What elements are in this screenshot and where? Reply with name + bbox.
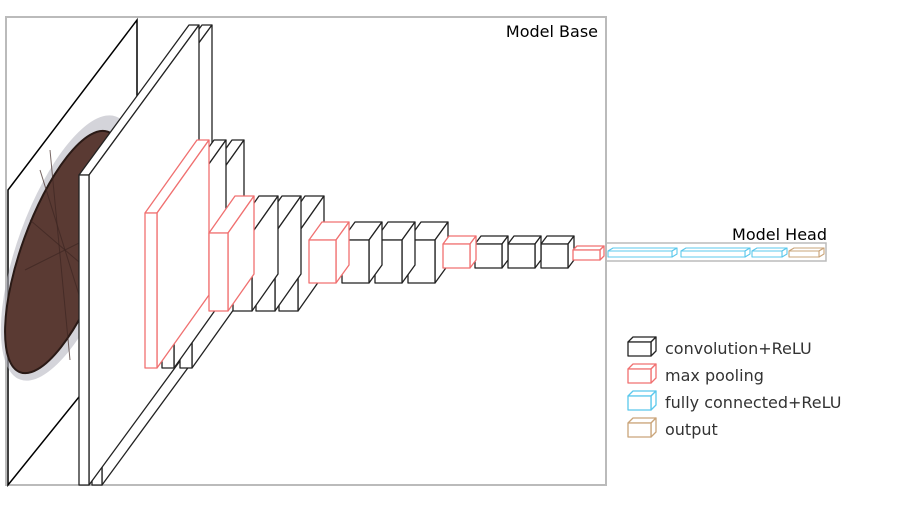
network-layers <box>78 24 825 486</box>
legend-label-convolution: convolution+ReLU <box>665 339 812 358</box>
model-head-label: Model Head <box>732 225 827 244</box>
legend-box-icon <box>627 336 657 357</box>
legend-item-convolution: convolution+ReLU <box>627 336 812 358</box>
legend-label-output: output <box>665 420 718 439</box>
legend-item-max-pooling: max pooling <box>627 363 764 385</box>
conv-layer-5b <box>507 235 542 269</box>
output-layer <box>788 247 825 258</box>
legend-box-icon <box>627 363 657 384</box>
max-pool-layer-5 <box>572 245 605 261</box>
legend-label-max-pooling: max pooling <box>665 366 764 385</box>
conv-layer-4a <box>341 221 383 284</box>
max-pool-layer-2 <box>208 195 255 312</box>
legend-swatch-fully-connected <box>627 390 657 411</box>
legend-label-fully-connected: fully connected+ReLU <box>665 393 841 412</box>
legend-swatch-max-pooling <box>627 363 657 384</box>
max-pool-layer-1 <box>144 139 210 369</box>
conv-layer-5c <box>540 235 575 269</box>
legend: convolution+ReLU max pooling fully conne… <box>627 336 841 439</box>
fc-layer-1 <box>607 247 678 258</box>
legend-swatch-output <box>627 417 657 438</box>
model-base-label: Model Base <box>506 22 598 41</box>
conv-layer-1a <box>78 24 200 486</box>
max-pool-layer-3 <box>308 221 350 284</box>
legend-box-icon <box>627 417 657 438</box>
legend-item-output: output <box>627 417 718 439</box>
legend-box-icon <box>627 390 657 411</box>
model-head-frame <box>605 242 827 262</box>
max-pool-layer-4 <box>442 235 477 269</box>
fc-layer-3 <box>751 247 788 258</box>
fc-layer-2 <box>680 247 751 258</box>
legend-swatch-convolution <box>627 336 657 357</box>
legend-item-fully-connected: fully connected+ReLU <box>627 390 841 412</box>
conv-layer-5a <box>474 235 509 269</box>
